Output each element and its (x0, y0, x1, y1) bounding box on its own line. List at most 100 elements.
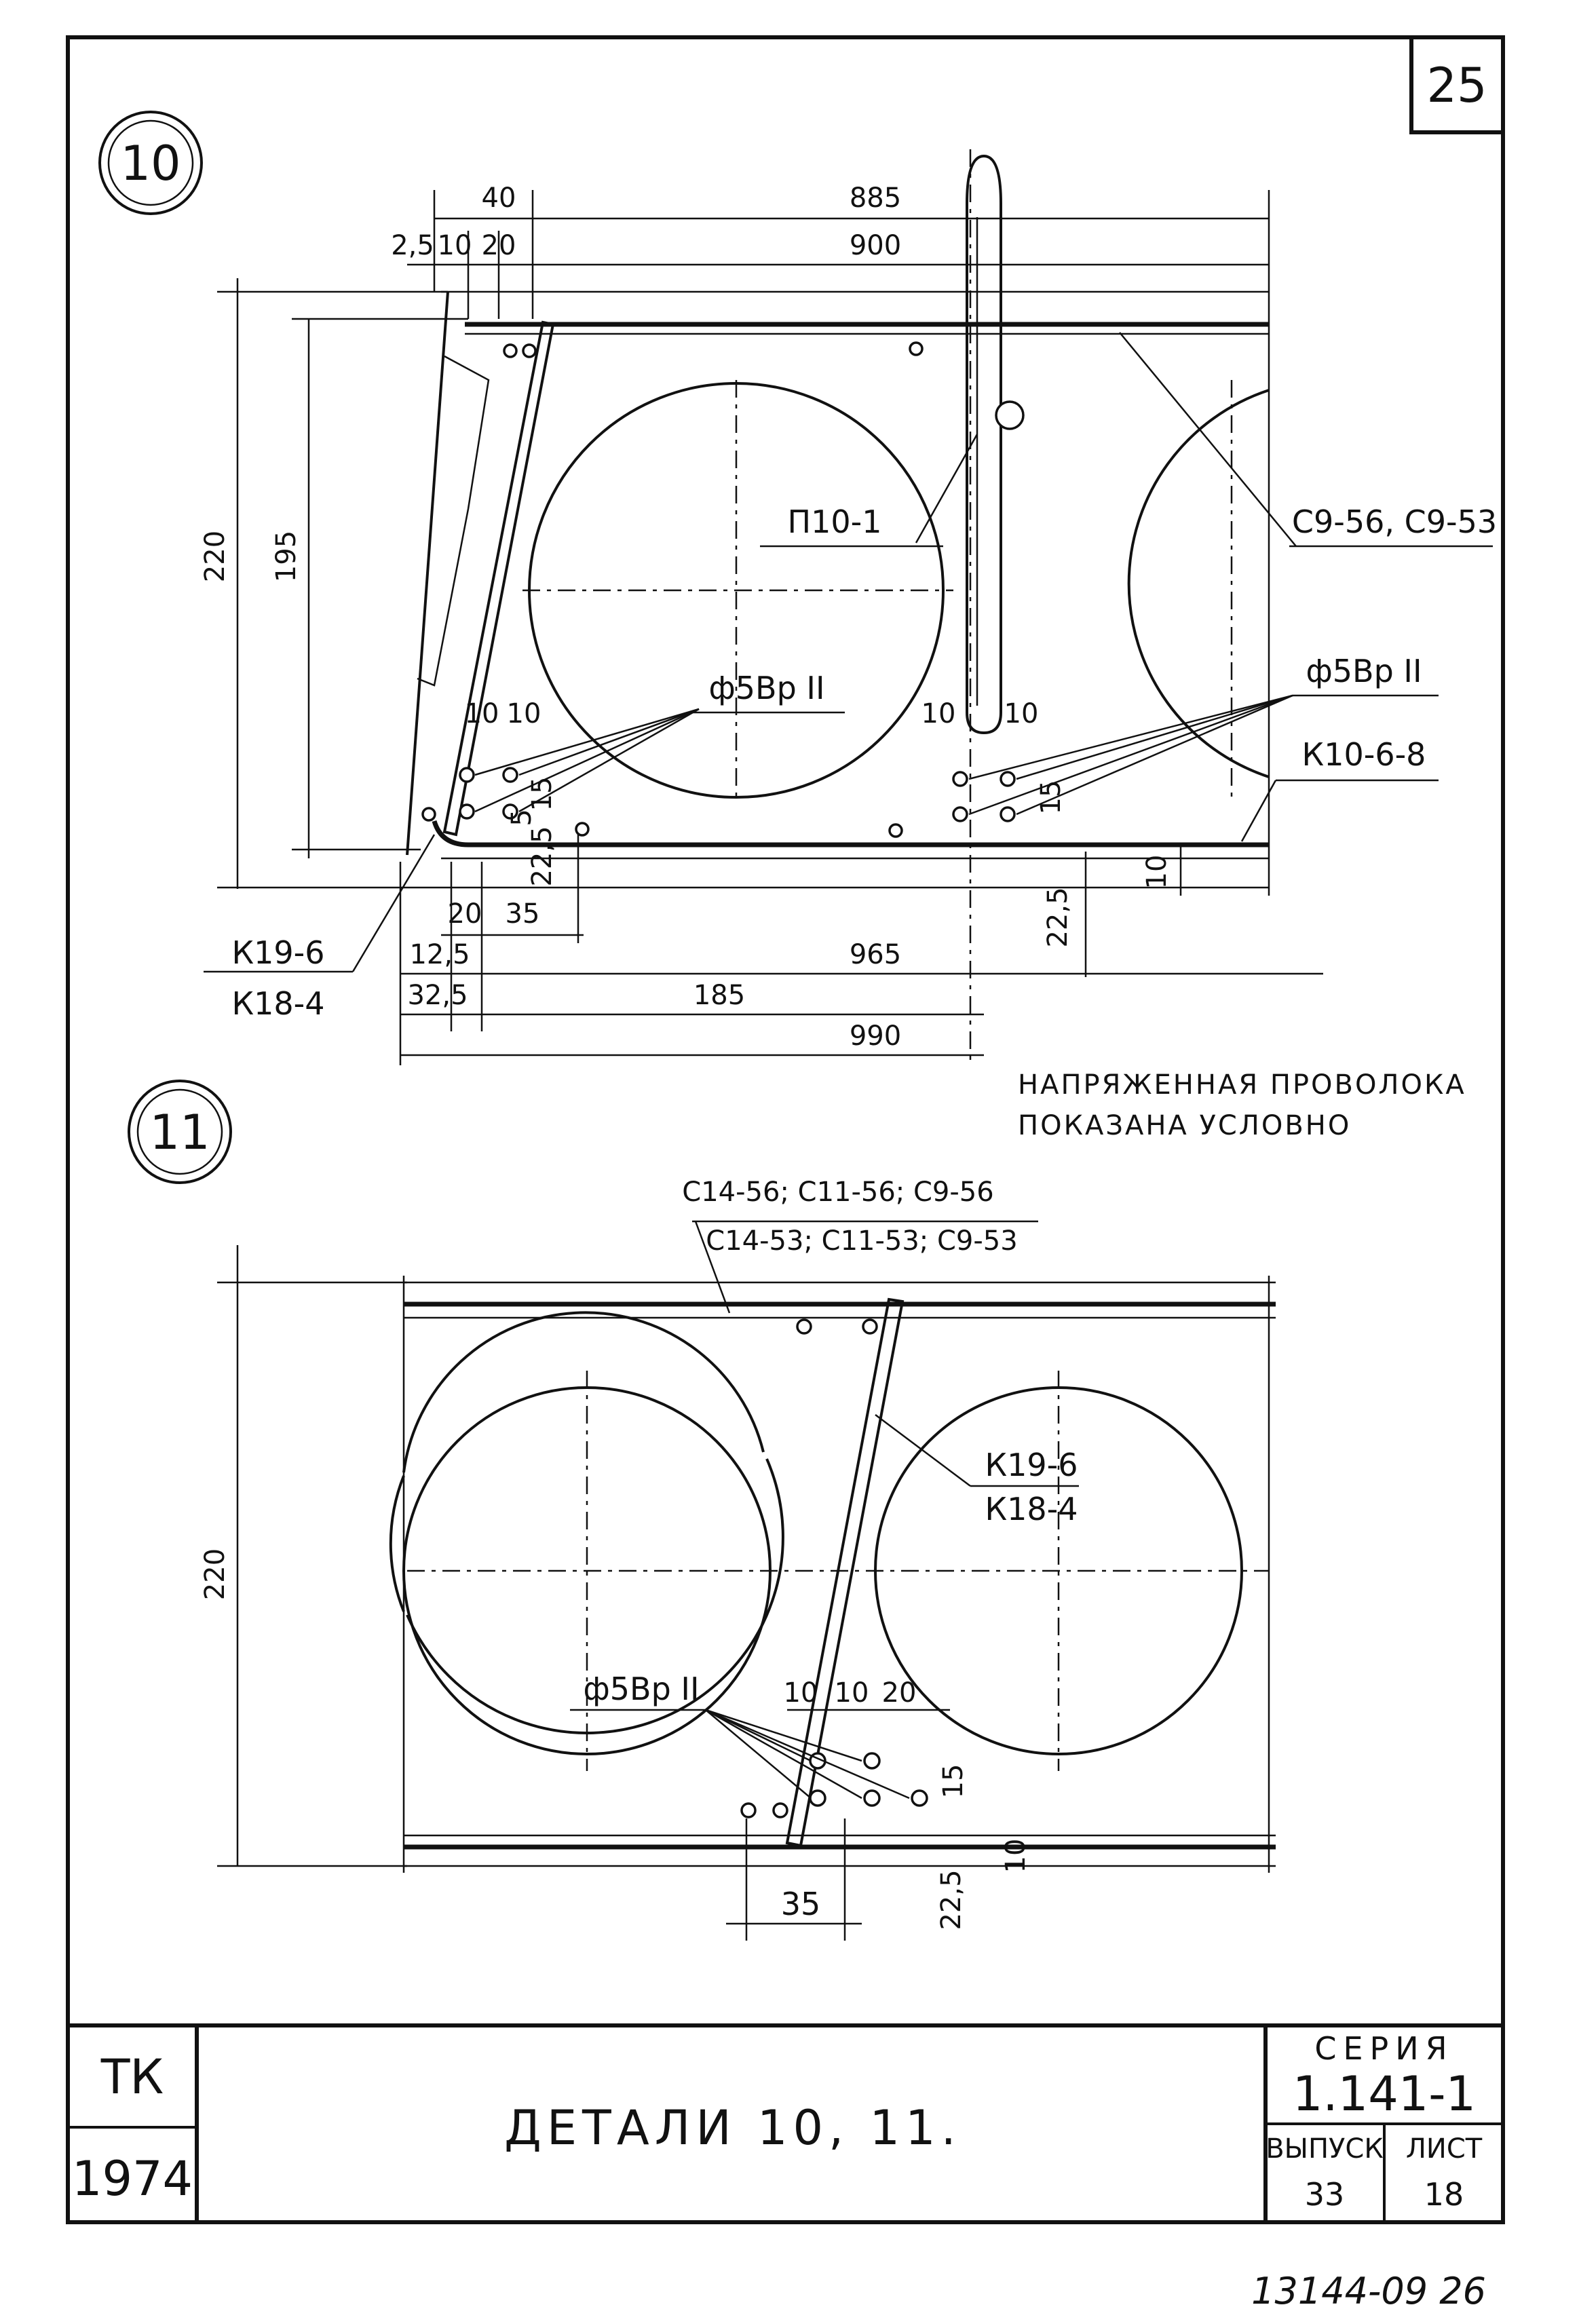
leader-wire (705, 1709, 910, 1799)
dim-220: 220 (199, 531, 231, 582)
dim-10b: 10 (507, 698, 541, 729)
inclined-frame-11 (785, 1297, 905, 1848)
prestress-wire (459, 803, 475, 820)
prestress-wire (911, 1789, 928, 1807)
wire-dot (575, 822, 590, 837)
void-left-11 (389, 1311, 784, 1734)
panel-key-groove (417, 355, 490, 687)
org-code: ТК (100, 2049, 164, 2105)
detail-10-marker-inner (107, 119, 194, 206)
dim-10-top: 10 (438, 230, 472, 261)
leader-wire (1016, 694, 1293, 816)
dim-10d: 10 (1004, 698, 1039, 729)
dim-12-5: 12,5 (409, 939, 470, 970)
leader-wire (1016, 694, 1293, 780)
series-label: СЕРИЯ (1314, 2030, 1453, 2067)
leader-wire (968, 694, 1293, 816)
label-c9: С9-56, С9-53 (1292, 503, 1497, 540)
issue-label: ВЫПУСК (1266, 2133, 1384, 2165)
leader-wire (705, 1709, 862, 1799)
prestress-wire (502, 767, 518, 783)
dim-20-bottom: 20 (448, 898, 482, 930)
prestress-wire (1000, 771, 1016, 787)
prestress-wire (863, 1789, 881, 1807)
prestress-wire (459, 767, 475, 783)
dim-885: 885 (850, 183, 901, 214)
label-k18-4: К18-4 (231, 985, 324, 1022)
label-p10-1: П10-1 (788, 503, 882, 540)
page-number: 25 (1426, 58, 1487, 113)
prestress-wire (863, 1752, 881, 1770)
prestress-wire (952, 806, 968, 822)
dim-40: 40 (482, 183, 516, 214)
wire-dot (522, 343, 537, 358)
dim-900: 900 (850, 230, 901, 261)
dim-10-11b: 10 (835, 1677, 869, 1709)
leader-k19-arrow (351, 834, 436, 972)
drawing-title: ДЕТАЛИ 10, 11. (504, 2100, 962, 2156)
page-number-box (1409, 35, 1505, 134)
bottom-mesh-bar (432, 820, 1269, 847)
wire-dot (503, 343, 518, 358)
label-c14-56: С14-56; С11-56; С9-56 (682, 1177, 993, 1208)
detail-11: 11 С14-56; С11-56; С9-56 С14-53; С11-53;… (128, 1080, 1405, 1941)
dim-32-5: 32,5 (407, 980, 468, 1011)
label-wire-right: ф5Вр II (1306, 653, 1422, 689)
title-block: ТК 1974 ДЕТАЛИ 10, 11. СЕРИЯ 1.141-1 ВЫП… (68, 2023, 1503, 2222)
dim-2-5: 2,5 (391, 230, 434, 261)
dim-185: 185 (693, 980, 745, 1011)
wire-dot (740, 1802, 757, 1818)
prestress-wire (952, 771, 968, 787)
dim-20-11: 20 (882, 1677, 917, 1709)
inclined-frame-k19 (442, 320, 555, 837)
break-mask (1269, 1330, 1405, 1818)
dim-20-top: 20 (482, 230, 516, 261)
detail-10-marker-outer (98, 111, 203, 215)
label-k10-6-8: К10-6-8 (1302, 736, 1426, 773)
dim-15-left: 15 (527, 777, 558, 812)
dim-965: 965 (850, 939, 901, 970)
detail-10-number: 10 (120, 136, 180, 191)
dim-15-right: 15 (1035, 780, 1067, 815)
leader-wire (968, 694, 1293, 780)
dim-10c: 10 (921, 698, 956, 729)
dim-22-5-left: 22,5 (527, 826, 558, 886)
dim-35-11: 35 (781, 1886, 821, 1922)
prestress-wire (1000, 806, 1016, 822)
wire-dot (772, 1802, 788, 1818)
dim-10a: 10 (465, 698, 499, 729)
issue-number: 33 (1305, 2176, 1345, 2213)
sheet-border (66, 35, 1505, 2224)
detail-11-marker-outer (128, 1080, 232, 1184)
series-number: 1.141-1 (1293, 2066, 1476, 2122)
leader-p10-arrow (915, 434, 978, 544)
detail-11-marker-inner (136, 1088, 223, 1175)
detail-10: 10 (98, 111, 1497, 1065)
dim-220-11: 220 (199, 1548, 231, 1600)
dim-35: 35 (506, 898, 540, 930)
wire-dot (421, 807, 436, 822)
dim-5: 5 (506, 809, 537, 826)
dim-10-11-side: 10 (1000, 1839, 1031, 1873)
label-wire-left: ф5Вр II (708, 670, 824, 706)
dim-10-right: 10 (1141, 855, 1173, 890)
sheet-number: 18 (1424, 2176, 1464, 2213)
leader-k19-11-arrow (875, 1414, 971, 1487)
label-c14-53: С14-53; С11-53; С9-53 (706, 1225, 1017, 1257)
prestress-wire (809, 1789, 826, 1807)
prestress-wire (502, 803, 518, 820)
dim-10-11a: 10 (784, 1677, 818, 1709)
label-wire-11: ф5Вр II (583, 1671, 699, 1707)
wire-dot (909, 341, 924, 356)
leader-wire (705, 1709, 862, 1762)
dim-195: 195 (271, 531, 302, 582)
leader-k10-arrow (1240, 780, 1277, 842)
loop-hole (995, 400, 1025, 430)
wire-dot (862, 1318, 878, 1335)
note-line-2: ПОКАЗАНА УСЛОВНО (1018, 1110, 1351, 1141)
label-k18-4-11: К18-4 (985, 1491, 1078, 1527)
dim-22-5-right: 22,5 (1042, 887, 1073, 947)
leader-wire (518, 708, 700, 776)
